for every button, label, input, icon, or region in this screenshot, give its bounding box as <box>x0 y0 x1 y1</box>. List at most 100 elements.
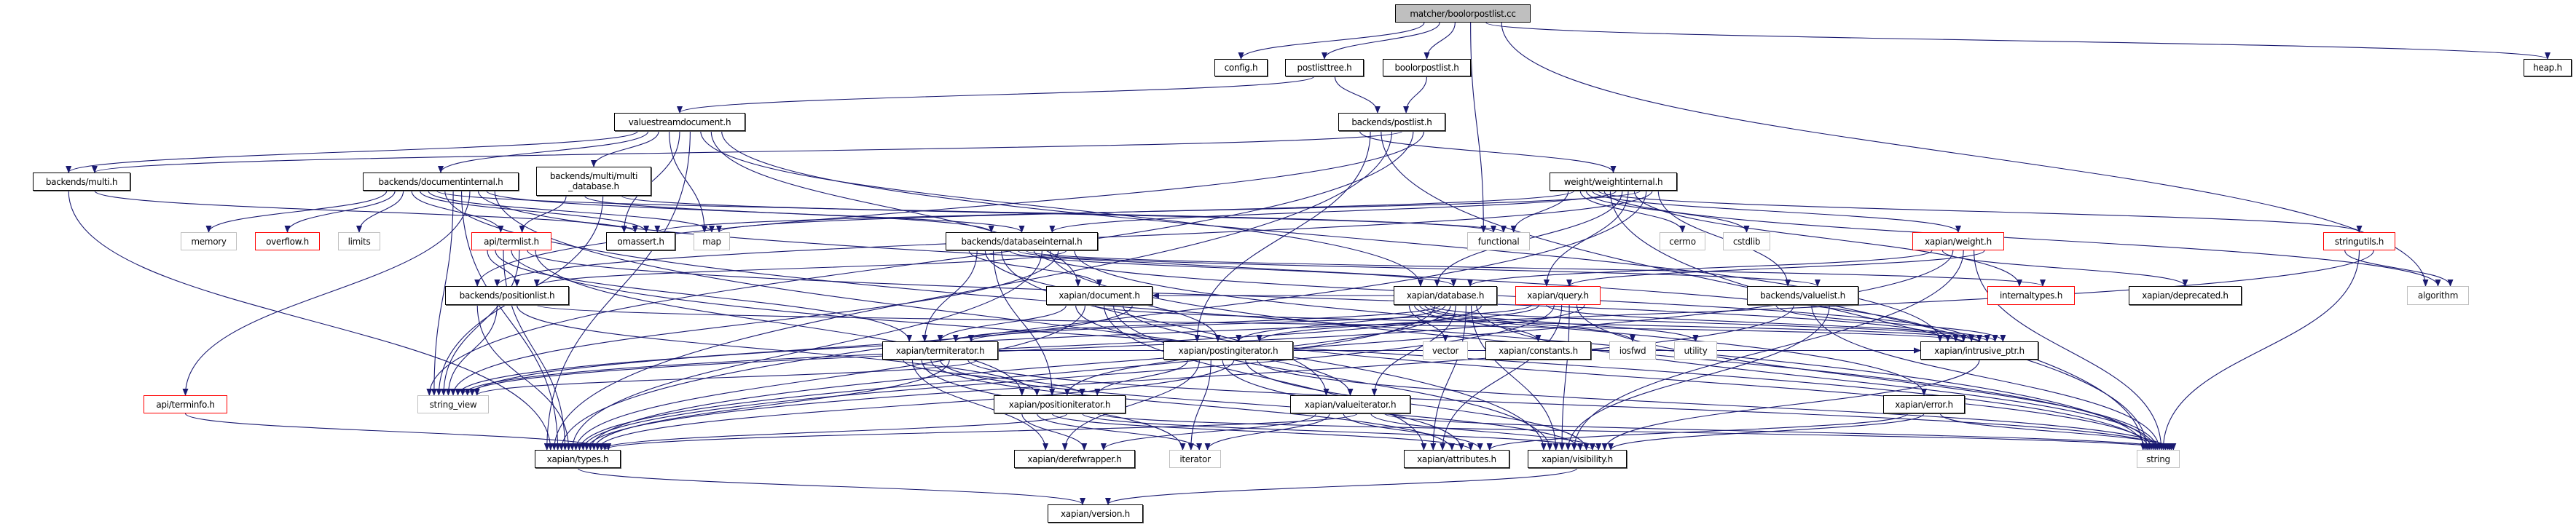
edge-valueiter-to-deref <box>1100 413 1316 451</box>
node-version[interactable]: xapian/version.h <box>1048 504 1143 523</box>
edge-docint-to-types <box>460 190 561 451</box>
edge-postiter-to-positer <box>1094 359 1189 396</box>
node-plt[interactable]: postlisttree.h <box>1285 59 1364 76</box>
edge-termiter-to-string_view <box>474 359 978 396</box>
edge-weight-to-deprecated <box>1941 250 2188 287</box>
node-string[interactable]: string <box>2137 450 2180 468</box>
edge-wint-to-omassert <box>654 190 1641 233</box>
node-valuelist[interactable]: backends/valuelist.h <box>1747 286 1858 305</box>
node-constants[interactable]: xapian/constants.h <box>1485 341 1591 360</box>
edge-multi-to-omassert <box>94 190 638 233</box>
node-root[interactable]: matcher/boolorpostlist.cc <box>1395 4 1531 23</box>
node-intrusive[interactable]: xapian/intrusive_ptr.h <box>1920 341 2038 360</box>
edge-mdb-to-functional <box>621 195 1507 233</box>
edge-termiter-to-string <box>967 359 2168 451</box>
node-algorithm[interactable]: algorithm <box>2407 286 2469 305</box>
edge-positer-to-deref <box>1021 413 1088 451</box>
edge-dbint-to-database <box>1009 250 1457 287</box>
edge-wint-to-functional <box>1510 190 1569 233</box>
edge-wint-to-internaltypes <box>1633 190 2022 287</box>
edge-stringutils-to-string_view <box>469 250 2374 396</box>
node-vector[interactable]: vector <box>1423 341 1468 360</box>
edge-valuelist-to-visibility <box>1565 304 1830 451</box>
edge-termiter-to-deref <box>911 359 1049 451</box>
edge-query-to-intrusive <box>1546 304 1998 342</box>
edge-error-to-visibility <box>1608 413 1925 451</box>
edge-positer-to-attributes <box>1051 413 1474 451</box>
node-utility[interactable]: utility <box>1674 341 1717 360</box>
node-mdb[interactable]: backends/multi/multi _database.h <box>536 167 651 196</box>
node-omassert[interactable]: omassert.h <box>606 232 675 250</box>
node-iosfwd[interactable]: iosfwd <box>1609 341 1656 360</box>
edge-poslist-to-types <box>476 304 572 451</box>
node-limits[interactable]: limits <box>338 232 380 250</box>
edge-valuelist-to-intrusive <box>1775 304 2006 342</box>
edge-database-to-termiter <box>952 304 1441 342</box>
node-bpl[interactable]: backends/postlist.h <box>1338 113 1445 131</box>
edge-query-to-attributes <box>1440 304 1563 451</box>
node-types[interactable]: xapian/types.h <box>535 450 621 468</box>
node-termlist[interactable]: api/termlist.h <box>471 232 551 250</box>
node-overflow[interactable]: overflow.h <box>255 232 320 250</box>
node-config[interactable]: config.h <box>1214 59 1268 76</box>
node-cstdlib[interactable]: cstdlib <box>1723 232 1770 250</box>
edge-query-to-string <box>1576 304 2161 451</box>
node-database[interactable]: xapian/database.h <box>1394 286 1497 305</box>
node-bop[interactable]: boolorpostlist.h <box>1383 59 1471 76</box>
edge-poslist-to-positer <box>517 304 1040 396</box>
node-weight[interactable]: xapian/weight.h <box>1912 232 2004 250</box>
node-dbint[interactable]: backends/databaseinternal.h <box>946 232 1098 250</box>
node-functional[interactable]: functional <box>1467 232 1530 250</box>
node-positer[interactable]: xapian/positioniterator.h <box>994 395 1126 413</box>
node-valueiter[interactable]: xapian/valueiterator.h <box>1290 395 1410 413</box>
edge-valuelist-to-string <box>1811 304 2162 451</box>
node-error[interactable]: xapian/error.h <box>1883 395 1965 413</box>
edge-terminfo-to-types <box>184 413 612 451</box>
node-postiter[interactable]: xapian/postingiterator.h <box>1163 341 1293 360</box>
node-terminfo[interactable]: api/terminfo.h <box>144 395 227 413</box>
edge-database-to-visibility <box>1470 304 1559 451</box>
edge-root-to-config <box>1238 22 1425 60</box>
node-document[interactable]: xapian/document.h <box>1046 286 1152 305</box>
edge-wint-to-stringutils <box>1598 190 2363 233</box>
edge-document-to-string_view <box>455 304 1133 396</box>
edge-mdb-to-termlist <box>519 195 567 233</box>
edge-wint-to-string <box>1609 190 2151 451</box>
node-memory[interactable]: memory <box>181 232 237 250</box>
node-cerrno[interactable]: cerrno <box>1660 232 1705 250</box>
edge-database-to-string <box>1476 304 2159 451</box>
node-attributes[interactable]: xapian/attributes.h <box>1404 450 1509 468</box>
edge-docint-to-limits <box>356 190 404 233</box>
edge-document-to-visibility <box>1112 304 1553 451</box>
node-map[interactable]: map <box>694 232 730 250</box>
node-deprecated[interactable]: xapian/deprecated.h <box>2129 286 2242 305</box>
node-vsd[interactable]: valuestreamdocument.h <box>614 113 745 131</box>
edge-document-to-types <box>573 304 1086 451</box>
edge-bop-to-bpl <box>1403 76 1428 114</box>
edge-weight-to-query <box>1566 250 1985 287</box>
edge-plt-to-vsd <box>677 76 1315 114</box>
edge-valueiter-to-visibility <box>1370 413 1602 451</box>
node-termiter[interactable]: xapian/termiterator.h <box>882 341 998 360</box>
edge-wint-to-types <box>558 190 1647 451</box>
node-query[interactable]: xapian/query.h <box>1515 286 1601 305</box>
node-heap[interactable]: heap.h <box>2524 59 2572 76</box>
node-multi[interactable]: backends/multi.h <box>33 173 130 191</box>
edge-types-to-version <box>577 467 1085 505</box>
node-string-view[interactable]: string_view <box>417 395 489 413</box>
edge-database-to-attributes <box>1430 304 1466 451</box>
edge-docint-to-terminfo <box>182 190 471 396</box>
edge-wint-to-algorithm <box>1603 190 2441 287</box>
node-stringutils[interactable]: stringutils.h <box>2323 232 2395 250</box>
edge-root-to-functional <box>1470 22 1487 233</box>
node-docint[interactable]: backends/documentinternal.h <box>363 173 519 191</box>
node-deref[interactable]: xapian/derefwrapper.h <box>1014 450 1135 468</box>
node-internaltypes[interactable]: internaltypes.h <box>1987 286 2075 305</box>
node-wint[interactable]: weight/weightinternal.h <box>1550 173 1677 191</box>
node-iterator[interactable]: iterator <box>1169 450 1221 468</box>
node-visibility[interactable]: xapian/visibility.h <box>1528 450 1627 468</box>
node-poslist[interactable]: backends/positionlist.h <box>445 286 569 305</box>
edge-docint-to-string <box>444 190 2148 451</box>
edge-database-to-utility <box>1424 304 1699 342</box>
